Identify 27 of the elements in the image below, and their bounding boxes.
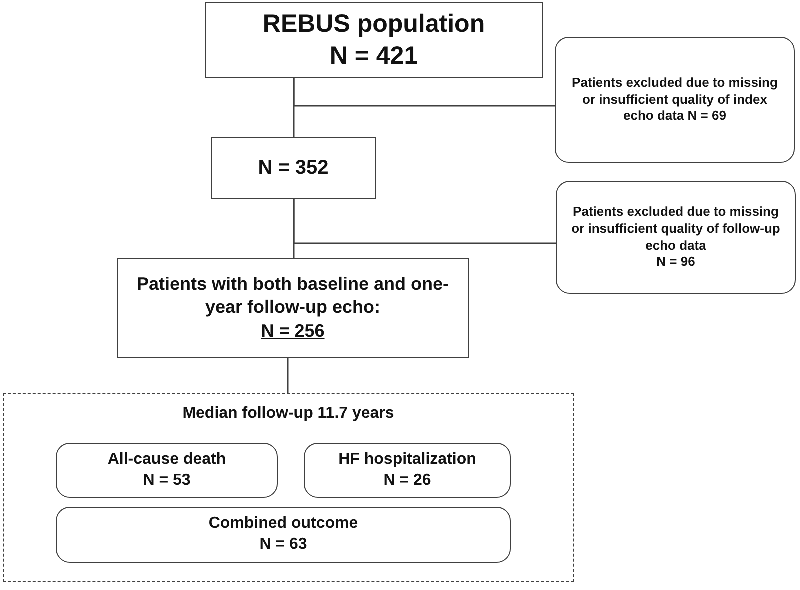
box-text: Combined outcome (208, 514, 358, 534)
connector-line (293, 199, 556, 244)
box-text: Patients excluded due to missing or insufficient quality of index echo data N = 69 (571, 74, 779, 126)
box-text: N = 421 (330, 41, 418, 72)
process-box (211, 137, 376, 199)
box-text: N = 63 (260, 535, 308, 555)
box-text: Patients excluded due to missing or insufficient quality of follow-up echo data (570, 204, 782, 254)
group-heading: Median follow-up 11.7 years (182, 404, 394, 424)
box-text: N = 53 (143, 470, 191, 490)
box-text: REBUS population (262, 8, 486, 40)
box-text: N = 26 (384, 470, 432, 490)
box-text: Patients with both baseline and one-year follow-up echo: (136, 272, 450, 320)
box-text: N = 352 (258, 156, 329, 181)
group-box (3, 393, 574, 582)
box-text: N = 96 (656, 254, 696, 272)
connector-line (287, 358, 289, 393)
exclusion-box (556, 181, 796, 294)
outcome-box (56, 507, 511, 563)
outcome-box (56, 443, 278, 498)
box-text: HF hospitalization (338, 450, 476, 470)
outcome-box (304, 443, 511, 498)
box-text: All-cause death (108, 450, 226, 470)
connector-line (293, 78, 555, 107)
box-text: N = 256 (261, 320, 325, 343)
process-box (117, 258, 469, 358)
exclusion-box (555, 37, 795, 163)
process-box (205, 2, 543, 78)
